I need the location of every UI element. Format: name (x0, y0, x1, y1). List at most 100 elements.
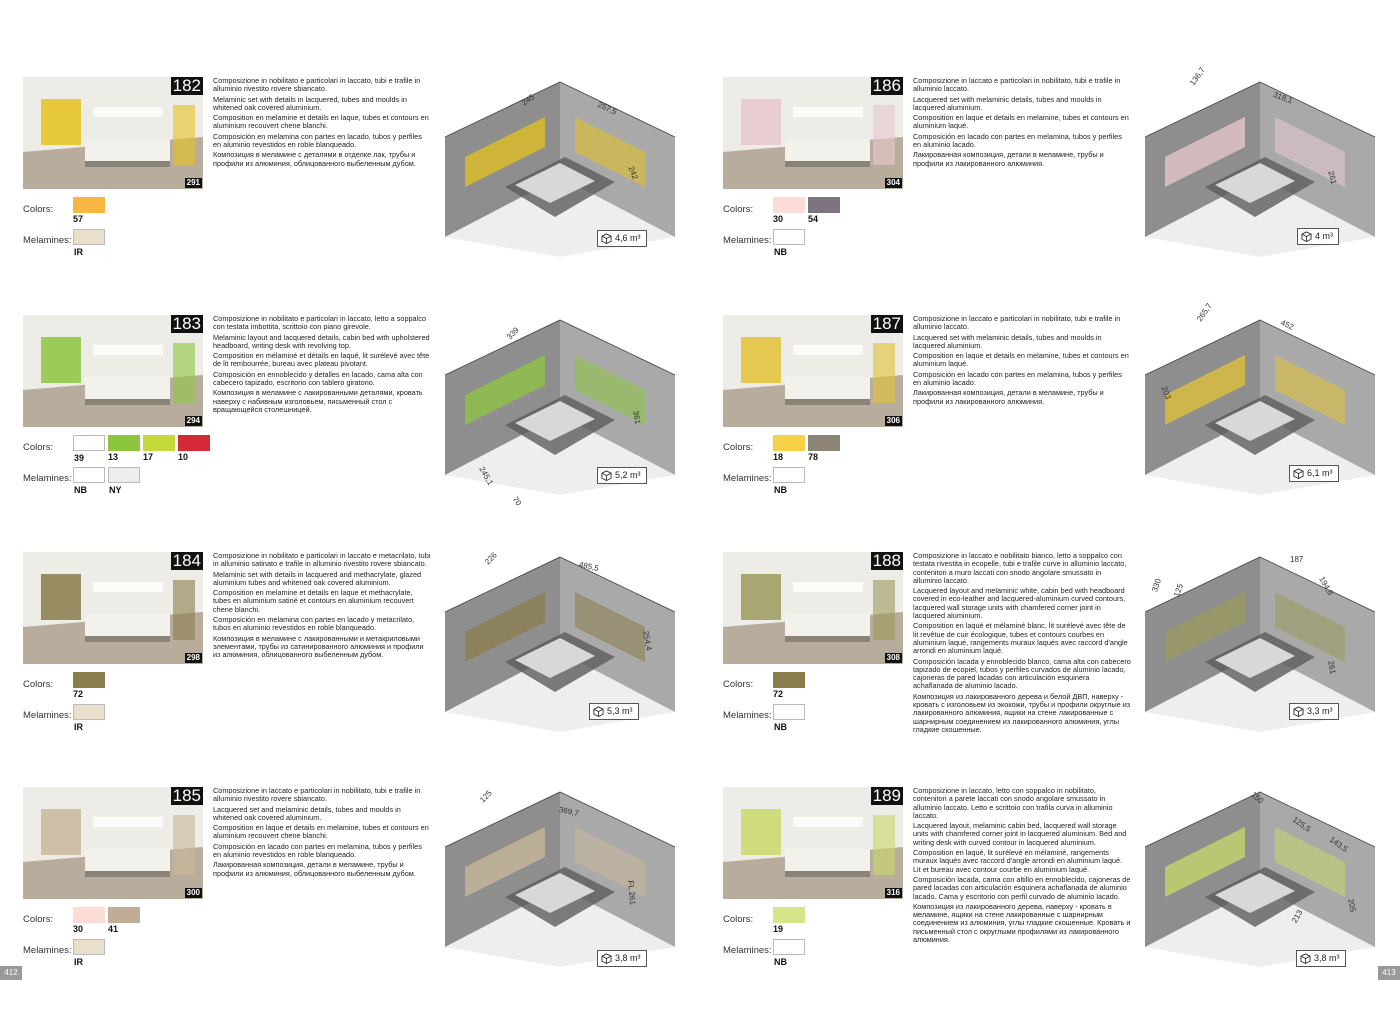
room-plan-drawing (444, 556, 676, 732)
volume-value: 3,3 m³ (1307, 706, 1333, 716)
melamine-swatch: NB (773, 939, 805, 967)
room-plan-drawing (1144, 81, 1376, 257)
color-swatch: 30 (773, 197, 805, 224)
melamines-label: Melamines: (723, 710, 772, 721)
room-plan (1135, 77, 1395, 262)
volume-badge: 3,8 m³ (597, 950, 647, 967)
color-swatch: 13 (108, 435, 140, 462)
color-code: 10 (178, 452, 189, 462)
color-swatch: 17 (143, 435, 175, 462)
room-plan (435, 315, 695, 500)
cube-icon (1300, 953, 1311, 964)
colors-label: Colors: (23, 914, 54, 925)
color-swatch: 54 (808, 197, 840, 224)
color-code: 39 (74, 453, 85, 463)
melamine-swatch: NB (73, 467, 105, 495)
cube-icon (1301, 231, 1312, 242)
composition-description: Composizione in laccato e particolari in… (913, 314, 1131, 408)
description-paragraph: Lacquered set with melaminic details, tu… (913, 332, 1102, 350)
composition-number: 188 (870, 552, 903, 570)
melamine-code: NY (109, 485, 122, 495)
description-paragraph: Composición en lacado con partes en mela… (913, 369, 1122, 388)
description-paragraph: Composizione in nobilitato e particolari… (213, 551, 431, 569)
catalog-code: 306 (884, 416, 902, 426)
melamine-swatches: NB (773, 704, 805, 732)
melamine-code: NB (74, 485, 87, 495)
composition-description: Composizione in nobilitato e particolari… (213, 314, 431, 416)
catalog-code: 304 (884, 178, 902, 188)
color-code: 72 (73, 689, 84, 699)
catalog-code: 300 (184, 888, 202, 898)
description-paragraph: Композиция из лакированного дерева и бел… (913, 691, 1131, 734)
color-code: 30 (73, 924, 84, 934)
composition-number: 187 (870, 315, 903, 333)
description-paragraph: Lacquered set with melaminic details, tu… (913, 94, 1102, 112)
description-paragraph: Lacquered layout and melaminic white, ca… (913, 586, 1126, 621)
melamine-swatch: NB (773, 229, 805, 257)
description-paragraph: Lacquered layout, melaminic cabin bed, l… (913, 821, 1127, 847)
color-code: 54 (808, 214, 819, 224)
melamine-code: IR (74, 722, 83, 732)
melamine-swatch: NY (108, 467, 140, 495)
volume-badge: 5,3 m³ (589, 703, 639, 720)
description-paragraph: Composición en lacado con partes en mela… (213, 841, 422, 860)
color-swatch: 72 (73, 672, 105, 699)
melamines-label: Melamines: (23, 473, 72, 484)
color-swatch: 57 (73, 197, 105, 224)
color-swatch: 19 (773, 907, 805, 934)
color-swatch: 41 (108, 907, 140, 934)
color-swatch: 18 (773, 435, 805, 462)
description-paragraph: Лакированная композиция, детали в мелами… (913, 388, 1104, 406)
room-plan (1135, 552, 1395, 737)
melamine-code: IR (74, 247, 83, 257)
melamine-code: NB (774, 247, 787, 257)
melamine-swatch: NB (773, 467, 805, 495)
description-paragraph: Composition en laque et details en melam… (913, 351, 1129, 369)
room-plan-drawing (1144, 791, 1376, 967)
description-paragraph: Composición en melamina con partes en la… (213, 615, 415, 633)
volume-badge: 5,2 m³ (597, 467, 647, 484)
melamine-swatches: NB (773, 229, 805, 257)
description-paragraph: Melaminic layout and lacquered details, … (213, 332, 430, 350)
composition-description: Composizione in laccato e particolari in… (913, 76, 1131, 170)
room-photo-image (723, 315, 903, 427)
volume-value: 4 m³ (1315, 231, 1333, 241)
colors-label: Colors: (23, 204, 54, 215)
description-paragraph: Composición en ennoblecido y detalles en… (213, 369, 423, 388)
description-paragraph: Композиция в меламине с деталями в отдел… (213, 150, 416, 168)
color-code: 18 (773, 452, 784, 462)
composition-number: 183 (170, 315, 203, 333)
room-photo-image (723, 77, 903, 189)
composition-description: Composizione in laccato, letto con soppa… (913, 786, 1131, 946)
melamine-code: NB (774, 485, 787, 495)
volume-badge: 3,8 m³ (1296, 950, 1346, 967)
melamine-code: NB (774, 722, 787, 732)
cube-icon (593, 706, 604, 717)
colors-label: Colors: (723, 679, 754, 690)
melamine-swatches: NB (773, 939, 805, 967)
melamines-label: Melamines: (723, 945, 772, 956)
description-paragraph: Composition en mélaminé et détails en la… (213, 351, 430, 369)
description-paragraph: Composizione in laccato e particolari in… (913, 314, 1121, 332)
room-plan-drawing (1144, 556, 1376, 732)
color-code: 17 (143, 452, 154, 462)
melamine-swatches: IR (73, 939, 105, 967)
description-paragraph: Lacquered set and melaminic details, tub… (213, 804, 401, 822)
description-paragraph: Лакированная композиция, детали в мелами… (213, 860, 416, 878)
colors-label: Colors: (723, 442, 754, 453)
room-plan (1135, 787, 1395, 972)
composition-entry: 187 306 Composizione in laccato e particol… (723, 314, 1400, 550)
color-swatch: 30 (73, 907, 105, 934)
description-paragraph: Composition en laqué et mélaminé blanc, … (913, 621, 1128, 656)
color-code: 13 (108, 452, 119, 462)
composition-number: 186 (870, 77, 903, 95)
description-paragraph: Composizione in laccato, letto con soppa… (913, 786, 1113, 820)
melamines-label: Melamines: (23, 945, 72, 956)
catalog-code: 308 (884, 653, 902, 663)
volume-badge: 3,3 m³ (1289, 703, 1339, 720)
color-code: 57 (73, 214, 84, 224)
room-photo-image (723, 552, 903, 664)
